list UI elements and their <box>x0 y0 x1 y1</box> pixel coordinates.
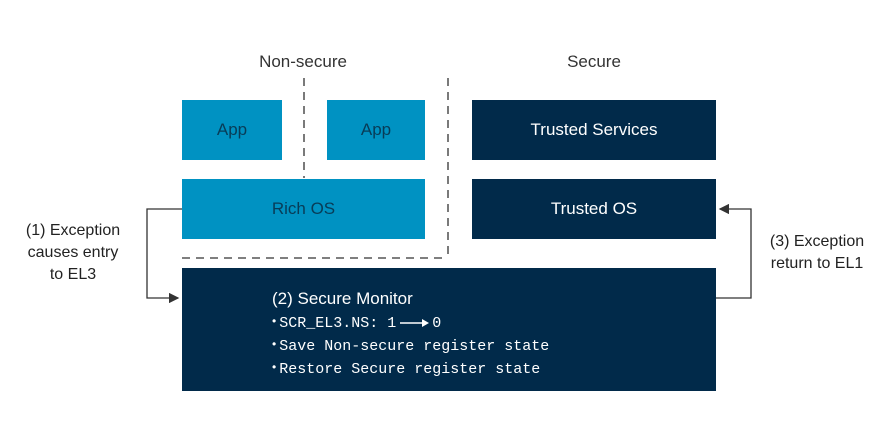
secure-monitor-box <box>182 268 716 391</box>
exception-return-note: (3) Exception return to EL1 <box>756 231 878 275</box>
app-right-label: App <box>360 120 392 139</box>
right-arrow-icon <box>400 319 430 328</box>
scr-suffix: 0 <box>432 315 442 332</box>
scr-prefix: SCR_EL3.NS: 1 <box>279 315 397 332</box>
trusted-os-box: Trusted OS <box>472 179 716 239</box>
trusted-services-box: Trusted Services <box>472 100 716 160</box>
monitor-item-save: •Save Non-secure register state <box>272 335 549 358</box>
bullet: • <box>272 314 277 328</box>
app-box-right: App <box>327 100 425 160</box>
save-state-text: Save Non-secure register state <box>279 338 550 355</box>
note-right-line-1: (3) Exception <box>769 233 865 250</box>
exception-entry-note: (1) Exception causes entry to EL3 <box>12 220 134 286</box>
restore-state-text: Restore Secure register state <box>279 361 541 378</box>
non-secure-header: Non-secure <box>259 52 347 71</box>
trusted-os-label: Trusted OS <box>550 199 638 218</box>
rich-os-label: Rich OS <box>271 199 336 218</box>
app-left-label: App <box>216 120 248 139</box>
note-left-line-1: (1) Exception <box>25 222 121 239</box>
monitor-item-restore: •Restore Secure register state <box>272 358 549 381</box>
bullet: • <box>272 360 277 374</box>
app-box-left: App <box>182 100 282 160</box>
note-left-line-3: to EL3 <box>49 266 97 283</box>
monitor-item-scr: •SCR_EL3.NS: 1 0 <box>272 312 549 335</box>
secure-monitor-title: (2) Secure Monitor <box>272 289 413 308</box>
trusted-services-label: Trusted Services <box>530 120 658 139</box>
note-right-line-2: return to EL1 <box>770 255 864 272</box>
note-left-line-2: causes entry <box>27 244 119 261</box>
exception-entry-arrow <box>146 208 182 304</box>
secure-header: Secure <box>567 52 621 71</box>
rich-os-box: Rich OS <box>182 179 425 239</box>
bullet: • <box>272 337 277 351</box>
exception-return-arrow <box>716 203 752 299</box>
